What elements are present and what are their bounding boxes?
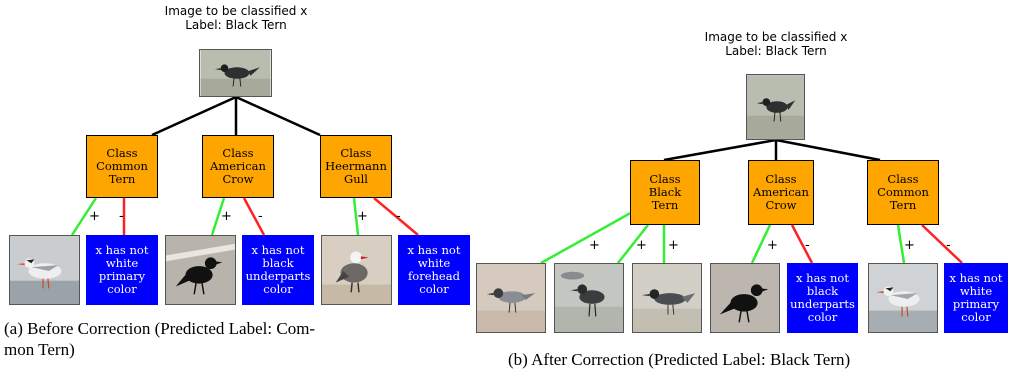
edge-right-c3-neg <box>921 224 963 264</box>
right-black-tern-image-1 <box>476 263 546 333</box>
left-concept-not-black-underparts: x has not black underparts color <box>242 235 314 305</box>
edge-right-root-c1 <box>663 138 777 162</box>
right-class-black-tern: Class Black Tern <box>630 160 700 225</box>
edge-left-c1-pos <box>70 197 98 236</box>
edge-right-c2-pos <box>750 224 772 264</box>
right-c3-plus-sign: + <box>904 238 915 253</box>
left-root-title: Image to be classified x Label: Black Te… <box>164 4 308 32</box>
right-class-common-tern: Class Common Tern <box>867 160 939 225</box>
left-class-heermann-gull: Class Heermann Gull <box>320 135 392 198</box>
edge-left-root-c1 <box>151 95 237 137</box>
left-american-crow-image <box>165 235 236 305</box>
edge-right-root-c3 <box>775 138 881 162</box>
left-c2-minus-sign: - <box>258 209 263 224</box>
right-black-tern-image-3 <box>632 263 702 333</box>
left-root-bird-image <box>199 49 272 97</box>
left-concept-not-white-forehead: x has not white forehead color <box>398 235 470 305</box>
right-common-tern-image <box>868 263 938 333</box>
right-concept-not-white-primary: x has not white primary color <box>944 263 1008 333</box>
right-root-bird-image <box>746 74 805 140</box>
left-heermann-gull-image <box>321 235 392 305</box>
edge-right-c2-neg <box>790 224 814 264</box>
left-class-common-tern: Class Common Tern <box>86 135 158 198</box>
edge-left-root-c3 <box>235 95 321 137</box>
left-concept-not-white-primary: x has not white primary color <box>86 235 158 305</box>
right-c1-plus-sign-1: + <box>589 238 600 253</box>
left-c3-minus-sign: - <box>396 209 401 224</box>
right-c2-plus-sign: + <box>767 238 778 253</box>
edge-left-c3-pos <box>352 197 360 236</box>
right-concept-not-black-underparts: x has not black underparts color <box>787 263 858 333</box>
right-caption: (b) After Correction (Predicted Label: B… <box>508 350 851 369</box>
left-c1-minus-sign: - <box>119 209 124 224</box>
left-c1-plus-sign: + <box>89 209 100 224</box>
right-c3-minus-sign: - <box>946 238 951 253</box>
right-american-crow-image <box>710 263 780 333</box>
right-root-title: Image to be classified x Label: Black Te… <box>704 30 848 58</box>
right-c1-plus-sign-2: + <box>636 238 647 253</box>
edge-left-c2-neg <box>242 197 266 236</box>
edge-left-c2-pos <box>210 197 226 236</box>
right-c2-minus-sign: - <box>805 238 810 253</box>
left-c3-plus-sign: + <box>357 209 368 224</box>
edge-left-c3-neg <box>373 197 419 236</box>
edge-right-c1-pos1 <box>540 208 637 265</box>
edge-right-c3-pos <box>896 224 906 264</box>
right-black-tern-image-2 <box>554 263 624 333</box>
left-caption: (a) Before Correction (Predicted Label: … <box>4 319 316 359</box>
right-class-american-crow: Class American Crow <box>748 160 814 225</box>
left-c2-plus-sign: + <box>221 209 232 224</box>
left-common-tern-image <box>9 235 80 305</box>
edge-right-c1-pos2 <box>617 224 649 264</box>
left-class-american-crow: Class American Crow <box>202 135 274 198</box>
right-c1-plus-sign-3: + <box>668 238 679 253</box>
